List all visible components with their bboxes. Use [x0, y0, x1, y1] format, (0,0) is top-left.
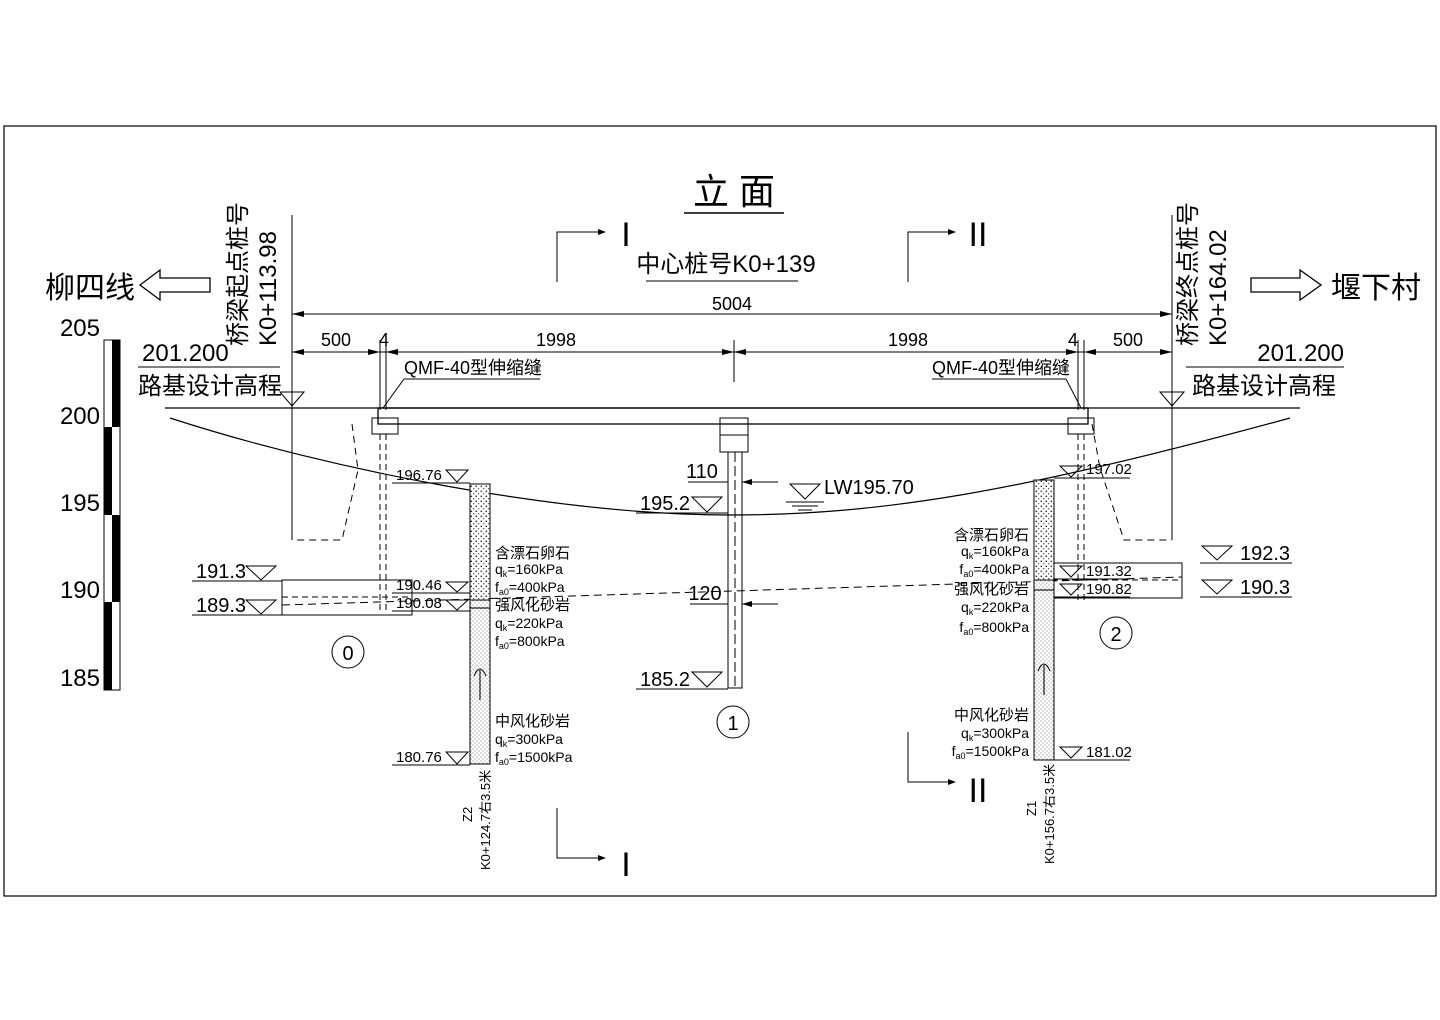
svg-text:桥梁终点桩号: 桥梁终点桩号	[1175, 202, 1202, 346]
svg-text:192.3: 192.3	[1240, 543, 1290, 565]
drawing-frame	[3, 125, 1437, 897]
svg-text:fa0=800kPa: fa0=800kPa	[959, 619, 1029, 637]
elev-marker-icon	[1158, 391, 1186, 407]
svg-text:200: 200	[60, 403, 100, 430]
svg-text:190.82: 190.82	[1086, 581, 1132, 598]
svg-text:0: 0	[342, 643, 353, 665]
svg-text:桥梁起点桩号: 桥梁起点桩号	[225, 202, 252, 346]
svg-text:190.08: 190.08	[396, 595, 442, 612]
svg-text:qk=300kPa: qk=300kPa	[495, 731, 563, 749]
section-mark-II-top: II	[907, 216, 988, 282]
svg-text:K0+113.98: K0+113.98	[255, 231, 282, 346]
svg-text:qk=220kPa: qk=220kPa	[961, 599, 1029, 617]
dim-right-gap: 4	[1068, 330, 1078, 350]
svg-text:185.2: 185.2	[640, 669, 690, 691]
borehole-Z2: 196.76 190.46 190.08 180.76 含漂石卵石 qk=160…	[392, 467, 573, 870]
dim-span-1: 1998	[536, 330, 576, 350]
svg-text:197.02: 197.02	[1086, 461, 1132, 478]
abutment-0	[281, 417, 413, 616]
drawing-title: 立 面	[693, 171, 775, 212]
svg-text:II: II	[969, 772, 988, 810]
ground-line	[169, 417, 1291, 516]
svg-text:K0+124.7右3.5米: K0+124.7右3.5米	[478, 770, 493, 870]
svg-text:Z1: Z1	[1024, 801, 1039, 816]
svg-text:fa0=400kPa: fa0=400kPa	[495, 579, 565, 597]
abutment-0-elevations: 191.3 189.3 0	[192, 561, 365, 669]
design-elev-right-value: 201.200	[1257, 340, 1344, 367]
design-elev-right-label: 路基设计高程	[1192, 373, 1336, 400]
section-mark-II-bottom: II	[907, 732, 988, 810]
svg-text:191.3: 191.3	[196, 561, 246, 583]
design-elev-left-value: 201.200	[142, 340, 229, 367]
abutment-2-elevations: 192.3 190.3 2	[1099, 543, 1292, 650]
arrow-right-icon	[1250, 268, 1323, 302]
bridge-start-station: 桥梁起点桩号 K0+113.98	[225, 202, 282, 346]
dim-span-2: 1998	[888, 330, 928, 350]
arrow-left-icon	[138, 268, 211, 302]
svg-text:强风化砂岩: 强风化砂岩	[954, 581, 1029, 598]
svg-text:191.32: 191.32	[1086, 563, 1132, 580]
dim-left-end: 500	[321, 330, 351, 350]
svg-text:II: II	[969, 216, 988, 254]
elev-marker-icon	[278, 391, 306, 407]
svg-text:205: 205	[60, 315, 100, 342]
svg-text:强风化砂岩: 强风化砂岩	[495, 597, 570, 614]
center-station: 中心桩号K0+139	[636, 251, 815, 278]
dim-right-end: 500	[1113, 330, 1143, 350]
pier-1-dims: 110 120 195.2 185.2 1	[636, 461, 778, 739]
expansion-joint-left: QMF-40型伸缩缝	[404, 358, 542, 378]
section-mark-I-top: I	[556, 216, 631, 282]
svg-text:181.02: 181.02	[1086, 744, 1132, 761]
svg-text:K0+164.02: K0+164.02	[1205, 229, 1232, 346]
svg-text:1: 1	[727, 713, 738, 735]
svg-text:fa0=800kPa: fa0=800kPa	[495, 633, 565, 651]
svg-text:120: 120	[688, 583, 721, 605]
svg-text:190.3: 190.3	[1240, 577, 1290, 599]
svg-text:190.46: 190.46	[396, 577, 442, 594]
svg-text:qk=300kPa: qk=300kPa	[961, 725, 1029, 743]
svg-text:Z2: Z2	[460, 807, 475, 822]
pier-1	[719, 417, 749, 689]
svg-text:含漂石卵石: 含漂石卵石	[954, 527, 1029, 544]
svg-text:110: 110	[686, 461, 718, 483]
svg-text:189.3: 189.3	[196, 595, 246, 617]
svg-text:185: 185	[60, 665, 100, 692]
foundation-line	[281, 576, 1183, 606]
svg-text:I: I	[621, 846, 630, 884]
design-elev-left-label: 路基设计高程	[138, 373, 282, 400]
svg-text:LW195.70: LW195.70	[824, 477, 914, 499]
direction-left-label: 柳四线	[45, 272, 135, 305]
svg-text:196.76: 196.76	[396, 467, 442, 484]
borehole-Z1: 197.02 191.32 190.82 181.02 含漂石卵石 qk=160…	[952, 461, 1132, 864]
svg-text:fa0=1500kPa: fa0=1500kPa	[952, 743, 1030, 761]
svg-text:195: 195	[60, 490, 100, 517]
svg-text:fa0=400kPa: fa0=400kPa	[959, 561, 1029, 579]
svg-text:fa0=1500kPa: fa0=1500kPa	[495, 749, 573, 767]
svg-text:qk=160kPa: qk=160kPa	[495, 561, 563, 579]
svg-text:K0+156.7右3.5米: K0+156.7右3.5米	[1042, 764, 1057, 864]
direction-right-label: 堰下村	[1331, 272, 1421, 305]
svg-text:180.76: 180.76	[396, 749, 442, 766]
svg-text:中风化砂岩: 中风化砂岩	[954, 707, 1029, 724]
dim-total: 5004	[712, 294, 752, 314]
svg-text:中风化砂岩: 中风化砂岩	[495, 713, 570, 730]
water-level: LW195.70	[786, 477, 914, 511]
svg-text:190: 190	[60, 577, 100, 604]
svg-text:qk=160kPa: qk=160kPa	[961, 543, 1029, 561]
elevation-scale-bar: 205 200 195 190 185	[60, 315, 121, 692]
dim-left-gap: 4	[379, 330, 389, 350]
svg-text:含漂石卵石: 含漂石卵石	[495, 545, 570, 562]
svg-text:195.2: 195.2	[640, 493, 690, 515]
svg-text:I: I	[621, 216, 630, 254]
bridge-deck	[377, 407, 1089, 425]
svg-text:2: 2	[1110, 624, 1121, 646]
expansion-joint-right: QMF-40型伸缩缝	[932, 358, 1070, 378]
section-mark-I-bottom: I	[556, 808, 631, 884]
svg-text:qk=220kPa: qk=220kPa	[495, 615, 563, 633]
bridge-end-station: 桥梁终点桩号 K0+164.02	[1175, 202, 1232, 346]
dimension-arrows	[292, 311, 1172, 355]
